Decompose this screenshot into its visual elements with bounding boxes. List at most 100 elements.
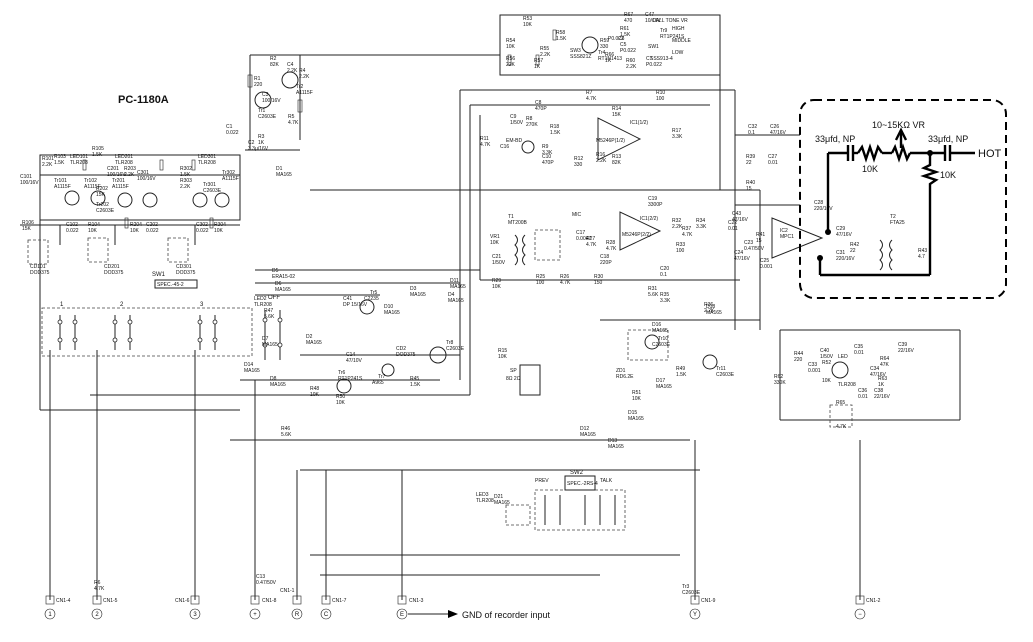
svg-text:CN1-4: CN1-4 xyxy=(56,598,71,604)
connector-1: 1 xyxy=(48,612,52,618)
svg-text:22: 22 xyxy=(850,248,856,254)
svg-text:47/16V: 47/16V xyxy=(770,130,787,136)
svg-text:RD6.2E: RD6.2E xyxy=(616,374,634,380)
switch-label-1: 1 xyxy=(60,302,64,308)
svg-text:R14: R14 xyxy=(612,106,621,112)
svg-text:R28: R28 xyxy=(606,240,615,246)
svg-text:15K: 15K xyxy=(612,112,622,118)
svg-text:47/10V: 47/10V xyxy=(346,358,363,364)
svg-text:R57: R57 xyxy=(534,58,543,64)
connector-y: Y xyxy=(693,612,697,618)
svg-text:1K: 1K xyxy=(605,58,612,64)
svg-text:R54: R54 xyxy=(506,38,515,44)
svg-text:R36: R36 xyxy=(704,302,713,308)
svg-text:VR1: VR1 xyxy=(490,234,500,240)
svg-text:CN1-3: CN1-3 xyxy=(409,598,424,604)
svg-text:2.2K: 2.2K xyxy=(596,158,607,164)
svg-text:A1115F: A1115F xyxy=(296,90,313,96)
svg-text:3.3K: 3.3K xyxy=(672,134,683,140)
sw1-spec: SPEC.-45-2 xyxy=(157,282,184,288)
svg-text:R9: R9 xyxy=(542,144,549,150)
svg-text:R3: R3 xyxy=(258,134,265,140)
svg-text:C7: C7 xyxy=(646,56,653,62)
svg-text:1.5K: 1.5K xyxy=(54,160,65,166)
svg-text:C2603E: C2603E xyxy=(716,372,735,378)
svg-text:C13: C13 xyxy=(256,574,265,580)
svg-text:TLR208: TLR208 xyxy=(198,160,216,166)
svg-text:Tr10: Tr10 xyxy=(658,336,668,342)
svg-text:220P: 220P xyxy=(600,260,612,266)
svg-text:TLR208: TLR208 xyxy=(254,302,272,308)
svg-text:C10: C10 xyxy=(542,154,551,160)
svg-text:100: 100 xyxy=(536,280,545,286)
svg-text:D17: D17 xyxy=(656,378,665,384)
svg-text:1.5K: 1.5K xyxy=(410,382,421,388)
svg-text:220/16V: 220/16V xyxy=(836,256,855,262)
svg-text:C6: C6 xyxy=(618,36,625,42)
connector-r: R xyxy=(295,612,300,618)
svg-text:4.7: 4.7 xyxy=(918,254,925,260)
svg-text:22: 22 xyxy=(746,160,752,166)
svg-text:ZD1: ZD1 xyxy=(616,368,626,374)
svg-text:47K: 47K xyxy=(880,362,890,368)
svg-text:10/16V: 10/16V xyxy=(645,18,662,24)
svg-text:D14: D14 xyxy=(244,362,253,368)
svg-text:MA165: MA165 xyxy=(628,416,644,422)
svg-text:TLR208: TLR208 xyxy=(838,382,856,388)
svg-text:0.022: 0.022 xyxy=(226,130,239,136)
svg-text:C1: C1 xyxy=(226,124,233,130)
svg-text:10K: 10K xyxy=(88,228,98,234)
svg-text:MA165: MA165 xyxy=(410,292,426,298)
svg-text:C8: C8 xyxy=(535,100,542,106)
svg-text:C39: C39 xyxy=(898,342,907,348)
ic1b-opamp: IC1(2/2) M5246P(2/2) T1 MT200B MIC C170.… xyxy=(490,196,715,314)
svg-text:R202: R202 xyxy=(96,186,108,192)
svg-text:1.5K: 1.5K xyxy=(550,130,561,136)
svg-text:EM-BD: EM-BD xyxy=(506,138,523,144)
svg-text:HIGH: HIGH xyxy=(672,26,685,32)
svg-text:A1115F: A1115F xyxy=(54,184,71,190)
svg-text:C101: C101 xyxy=(20,174,32,180)
svg-text:15K: 15K xyxy=(96,192,106,198)
svg-text:SSS913-4: SSS913-4 xyxy=(650,56,673,62)
svg-text:D2: D2 xyxy=(306,334,313,340)
svg-text:82K: 82K xyxy=(270,62,280,68)
svg-text:D11: D11 xyxy=(450,278,459,284)
svg-text:0.01: 0.01 xyxy=(768,160,778,166)
svg-text:C17: C17 xyxy=(576,230,585,236)
svg-text:P0.022: P0.022 xyxy=(620,48,636,54)
svg-text:C24: C24 xyxy=(734,250,743,256)
svg-text:R42: R42 xyxy=(850,242,859,248)
svg-text:4.7K: 4.7K xyxy=(606,246,617,252)
svg-text:C16: C16 xyxy=(500,144,509,150)
svg-text:4.7K: 4.7K xyxy=(560,280,571,286)
svg-text:IC1(2/2): IC1(2/2) xyxy=(640,216,658,222)
svg-text:10K: 10K xyxy=(523,22,533,28)
svg-text:C27: C27 xyxy=(768,154,777,160)
svg-text:C47: C47 xyxy=(645,12,654,18)
prev-label: PREV xyxy=(535,478,549,484)
svg-text:0.022: 0.022 xyxy=(146,228,159,234)
svg-text:MA165: MA165 xyxy=(580,432,596,438)
svg-text:0.1: 0.1 xyxy=(660,272,667,278)
svg-text:LED301: LED301 xyxy=(198,154,216,160)
svg-text:C2603E: C2603E xyxy=(682,590,701,596)
svg-text:C14: C14 xyxy=(346,352,355,358)
svg-text:C3: C3 xyxy=(262,92,269,98)
svg-text:R39: R39 xyxy=(746,154,755,160)
svg-text:Tr7: Tr7 xyxy=(378,374,386,380)
svg-text:R5: R5 xyxy=(288,114,295,120)
svg-text:330: 330 xyxy=(600,44,609,50)
svg-text:4.7K: 4.7K xyxy=(682,232,693,238)
svg-text:DOD375: DOD375 xyxy=(30,270,50,276)
svg-text:C41: C41 xyxy=(343,296,352,302)
svg-text:T1: T1 xyxy=(508,214,514,220)
talk-label: TALK xyxy=(600,478,613,484)
svg-text:DOD375: DOD375 xyxy=(176,270,196,276)
svg-text:R12: R12 xyxy=(574,156,583,162)
svg-text:SW1: SW1 xyxy=(648,44,659,50)
svg-text:3.3K: 3.3K xyxy=(696,224,707,230)
svg-text:Tr101: Tr101 xyxy=(54,178,67,184)
bottom-bus-wires xyxy=(40,350,861,600)
